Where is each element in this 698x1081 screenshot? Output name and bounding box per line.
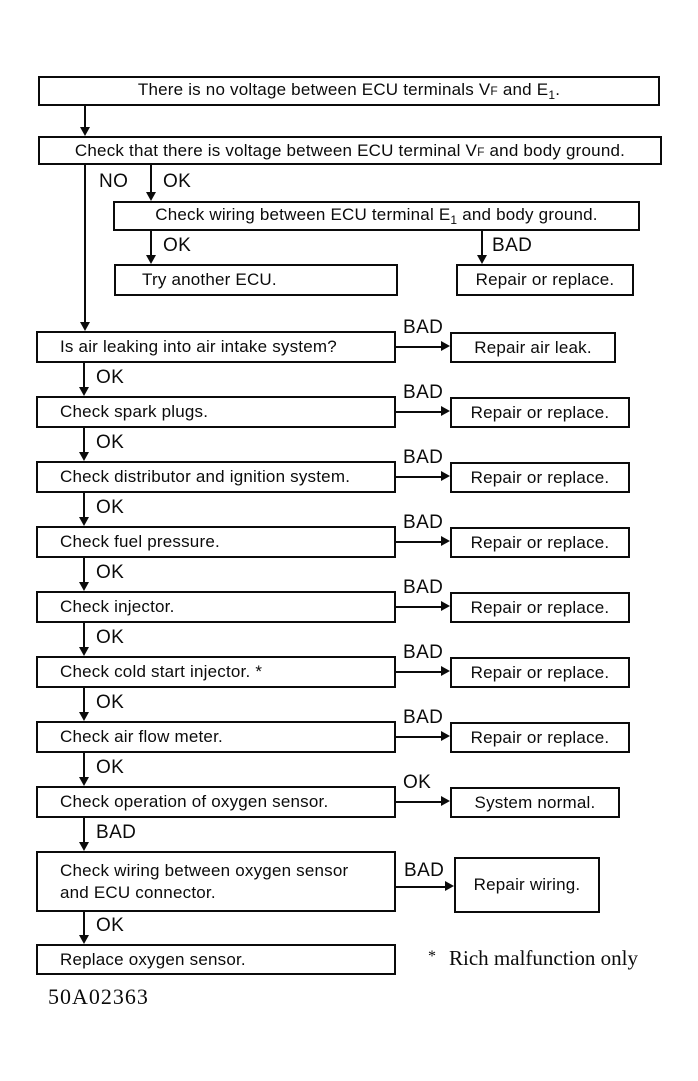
down-label: OK	[96, 627, 125, 648]
connector-line	[150, 165, 152, 192]
box-check-voltage-text: Check that there is voltage between ECU …	[74, 140, 626, 160]
connector-line	[83, 688, 85, 712]
connector-line	[83, 623, 85, 647]
arrowhead-down-icon	[79, 842, 89, 851]
connector-line	[84, 165, 86, 322]
connector-line	[83, 493, 85, 517]
connector-line	[83, 428, 85, 452]
connector-line	[83, 912, 85, 935]
arrowhead-down-icon	[79, 517, 89, 526]
connector-line	[150, 231, 152, 255]
connector-line	[394, 346, 442, 348]
down-label: OK	[96, 757, 125, 778]
connector-line	[84, 106, 86, 127]
label-no: NO	[99, 171, 129, 192]
footnote-text: Rich malfunction only	[449, 946, 638, 970]
branch-label: BAD	[403, 642, 444, 663]
arrowhead-down-icon	[146, 255, 156, 264]
box-check-wiring-e1: Check wiring between ECU terminal E1 and…	[113, 201, 640, 231]
connector-line	[83, 363, 85, 387]
arrowhead-down-icon	[80, 127, 90, 136]
box-repair-wiring: Repair wiring.	[454, 857, 600, 913]
arrowhead-down-icon	[477, 255, 487, 264]
box-repair-or-replace: Repair or replace.	[450, 527, 630, 558]
branch-label: OK	[403, 772, 432, 793]
arrowhead-down-icon	[79, 582, 89, 591]
connector-line	[83, 753, 85, 777]
arrowhead-right-icon	[441, 601, 450, 611]
document-code: 50A02363	[48, 984, 149, 1009]
arrowhead-down-icon	[79, 712, 89, 721]
box-check-voltage: Check that there is voltage between ECU …	[38, 136, 662, 165]
box-repair-air-leak: Repair air leak.	[450, 332, 616, 363]
connector-line	[394, 541, 442, 543]
down-label: OK	[96, 497, 125, 518]
arrowhead-down-icon	[79, 777, 89, 786]
connector-line	[481, 231, 483, 255]
box-repair-or-replace: Repair or replace.	[450, 657, 630, 688]
box-check-oxygen-sensor-wiring: Check wiring between oxygen sensor and E…	[36, 851, 396, 912]
label-ok: OK	[163, 171, 192, 192]
branch-label: BAD	[403, 577, 444, 598]
box-check-wiring-e1-text: Check wiring between ECU terminal E1 and…	[155, 205, 598, 227]
arrowhead-down-icon	[146, 192, 156, 201]
label-ok: OK	[163, 235, 192, 256]
connector-line	[394, 671, 442, 673]
arrowhead-right-icon	[441, 731, 450, 741]
down-label: OK	[96, 562, 125, 583]
box-repair-or-replace: Repair or replace.	[450, 592, 630, 623]
box-check-spark-plugs: Check spark plugs.	[36, 396, 396, 428]
connector-line	[394, 886, 446, 888]
down-label: OK	[96, 692, 125, 713]
box-repair-or-replace-top: Repair or replace.	[456, 264, 634, 296]
box-replace-oxygen-sensor: Replace oxygen sensor.	[36, 944, 396, 975]
box-repair-or-replace: Repair or replace.	[450, 397, 630, 428]
arrowhead-right-icon	[441, 796, 450, 806]
branch-label: BAD	[403, 317, 444, 338]
down-label: BAD	[96, 822, 137, 843]
arrowhead-right-icon	[441, 666, 450, 676]
arrowhead-down-icon	[79, 935, 89, 944]
box-no-voltage: There is no voltage between ECU terminal…	[38, 76, 660, 106]
box-no-voltage-text: There is no voltage between ECU terminal…	[137, 80, 561, 102]
connector-line	[394, 801, 442, 803]
down-label: OK	[96, 367, 125, 388]
down-label: OK	[96, 915, 125, 936]
branch-label: BAD	[403, 382, 444, 403]
connector-line	[83, 558, 85, 582]
arrowhead-right-icon	[441, 471, 450, 481]
arrowhead-right-icon	[441, 341, 450, 351]
footnote-rich-malfunction: * Rich malfunction only	[428, 946, 638, 971]
branch-label: BAD	[404, 860, 445, 881]
arrowhead-down-icon	[80, 322, 90, 331]
box-check-injector: Check injector.	[36, 591, 396, 623]
connector-line	[394, 476, 442, 478]
arrowhead-right-icon	[445, 881, 454, 891]
arrowhead-right-icon	[441, 536, 450, 546]
box-repair-or-replace: Repair or replace.	[450, 462, 630, 493]
arrowhead-down-icon	[79, 647, 89, 656]
asterisk-marker: *	[428, 948, 436, 965]
arrowhead-down-icon	[79, 387, 89, 396]
box-repair-or-replace: Repair or replace.	[450, 722, 630, 753]
box-check-fuel-pressure: Check fuel pressure.	[36, 526, 396, 558]
down-label: OK	[96, 432, 125, 453]
box-system-normal: System normal.	[450, 787, 620, 818]
box-check-distributor: Check distributor and ignition system.	[36, 461, 396, 493]
box-check-cold-start-injector: Check cold start injector. *	[36, 656, 396, 688]
box-try-another-ecu: Try another ECU.	[114, 264, 398, 296]
box-check-air-flow-meter: Check air flow meter.	[36, 721, 396, 753]
connector-line	[83, 818, 85, 842]
connector-line	[394, 411, 442, 413]
arrowhead-down-icon	[79, 452, 89, 461]
branch-label: BAD	[403, 512, 444, 533]
branch-label: BAD	[403, 447, 444, 468]
connector-line	[394, 736, 442, 738]
branch-label: BAD	[403, 707, 444, 728]
connector-line	[394, 606, 442, 608]
box-check-oxygen-sensor-operation: Check operation of oxygen sensor.	[36, 786, 396, 818]
box-check-air-leak: Is air leaking into air intake system?	[36, 331, 396, 363]
label-bad: BAD	[492, 235, 533, 256]
arrowhead-right-icon	[441, 406, 450, 416]
